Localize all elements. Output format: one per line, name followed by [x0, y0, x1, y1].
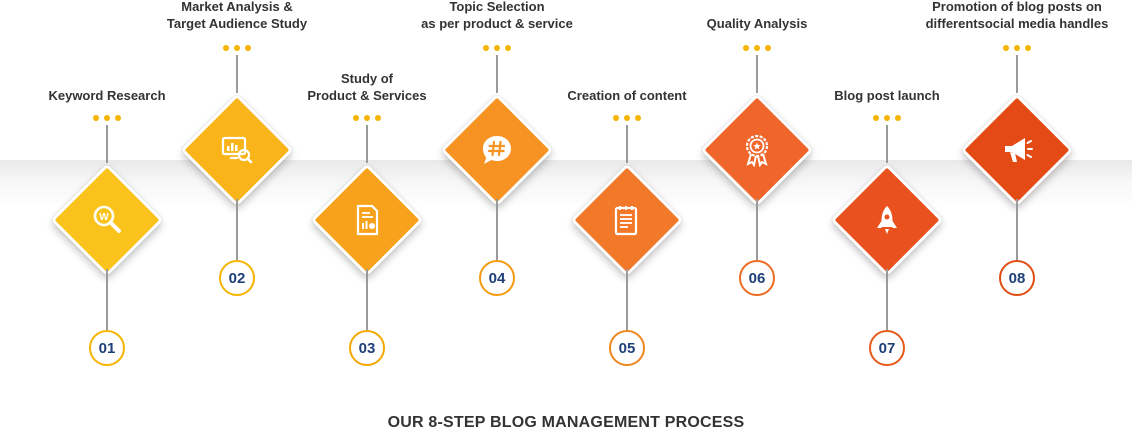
rocket-icon: [862, 195, 912, 245]
connector-line: [626, 269, 628, 330]
process-step-04: Topic Selection as per product & service 0…: [397, 0, 597, 400]
connector-line: [236, 55, 238, 93]
step-label-line: Target Audience Study: [166, 16, 308, 31]
step-label: Keyword Research: [7, 87, 207, 104]
step-label-line: as per product & service: [421, 16, 573, 31]
process-step-05: Creation of content 05: [527, 0, 727, 400]
step-dots: [1003, 45, 1031, 51]
svg-text:W: W: [99, 212, 109, 223]
step-dots: [483, 45, 511, 51]
connector-line: [106, 125, 108, 163]
step-label: Study of Product & Services: [267, 70, 467, 104]
step-label: Quality Analysis: [657, 15, 857, 32]
step-dots: [223, 45, 251, 51]
award-ribbon-icon: [732, 125, 782, 175]
step-dots: [93, 115, 121, 121]
notepad-pen-icon: [602, 195, 652, 245]
connector-line: [366, 125, 368, 163]
connector-line: [366, 269, 368, 330]
connector-line: [756, 55, 758, 93]
step-dots: [613, 115, 641, 121]
connector-line: [1016, 55, 1018, 93]
step-number: 02: [219, 260, 255, 296]
step-label: Market Analysis & Target Audience Study: [137, 0, 337, 32]
step-number: 06: [739, 260, 775, 296]
step-number: 04: [479, 260, 515, 296]
step-label-line: Creation of content: [567, 88, 687, 103]
connector-line: [886, 269, 888, 330]
step-label: Creation of content: [527, 87, 727, 104]
process-step-02: Market Analysis & Target Audience Study 02: [137, 0, 337, 400]
step-label-line: Blog post launch: [834, 88, 940, 103]
process-step-08: Promotion of blog posts on differentsocia…: [917, 0, 1117, 400]
step-label-line: Market Analysis &: [181, 0, 293, 14]
step-dots: [353, 115, 381, 121]
connector-line: [106, 269, 108, 330]
step-number: 01: [89, 330, 125, 366]
step-number: 05: [609, 330, 645, 366]
connector-line: [496, 55, 498, 93]
step-dots: [873, 115, 901, 121]
step-label-line: Quality Analysis: [706, 16, 808, 31]
connector-line: [236, 199, 238, 260]
magnifier-w-icon: W: [82, 195, 132, 245]
monitor-chart-search-icon: [212, 125, 262, 175]
process-step-06: Quality Analysis 06: [657, 0, 857, 400]
step-label: Promotion of blog posts on differentsocia…: [917, 0, 1117, 32]
connector-line: [1016, 199, 1018, 260]
timeline-band: [0, 160, 1132, 208]
step-number: 08: [999, 260, 1035, 296]
megaphone-icon: [992, 125, 1042, 175]
step-number: 07: [869, 330, 905, 366]
hashtag-bubble-icon: [472, 125, 522, 175]
process-step-03: Study of Product & Services 03: [267, 0, 467, 400]
document-chart-icon: [342, 195, 392, 245]
connector-line: [756, 199, 758, 260]
process-step-07: Blog post launch 07: [787, 0, 987, 400]
step-label-line: Study of: [341, 71, 393, 86]
step-dots: [743, 45, 771, 51]
step-number: 03: [349, 330, 385, 366]
step-label-line: Keyword Research: [48, 88, 166, 103]
step-label-line: differentsocial media handles: [925, 16, 1109, 31]
step-label-line: Product & Services: [307, 88, 427, 103]
step-label-line: Promotion of blog posts on: [932, 0, 1102, 14]
step-label: Topic Selection as per product & service: [397, 0, 597, 32]
process-title: OUR 8-STEP BLOG MANAGEMENT PROCESS: [387, 414, 745, 431]
step-label: Blog post launch: [787, 87, 987, 104]
connector-line: [886, 125, 888, 163]
step-label-line: Topic Selection: [449, 0, 545, 14]
connector-line: [496, 199, 498, 260]
connector-line: [626, 125, 628, 163]
